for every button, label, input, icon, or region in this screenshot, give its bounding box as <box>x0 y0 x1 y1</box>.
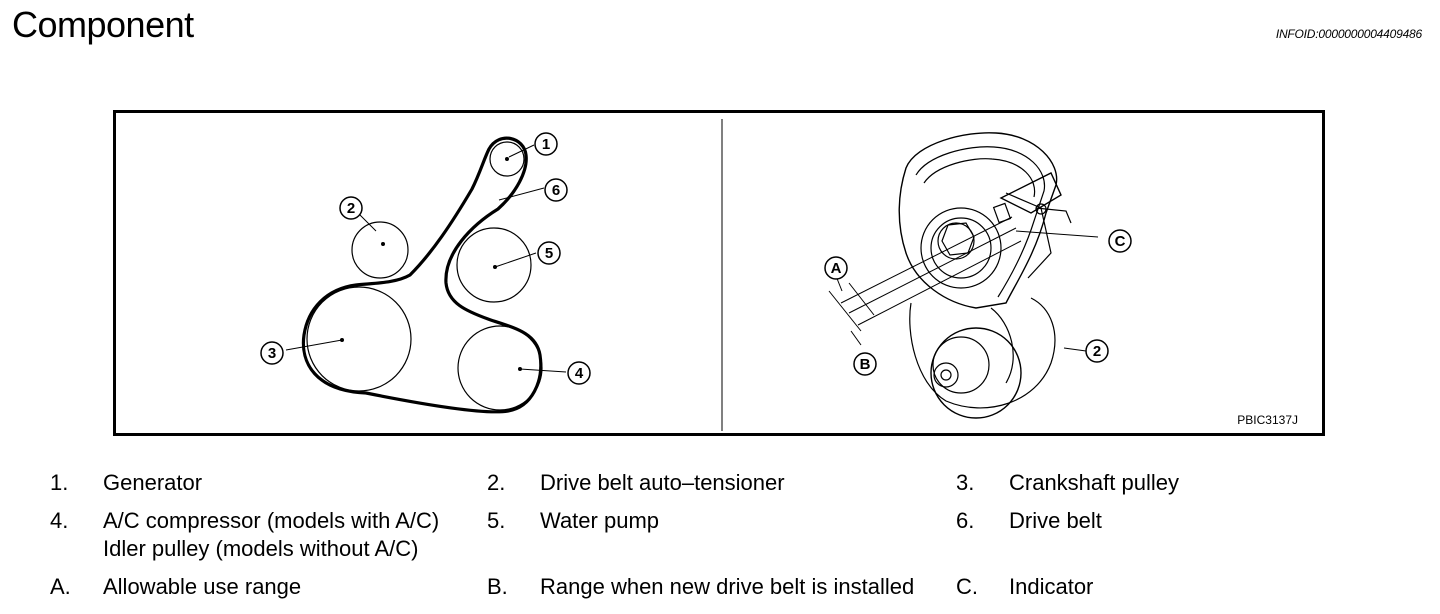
legend-text-3: Crankshaft pulley <box>1009 470 1179 495</box>
component-figure: 1 2 3 4 5 6 <box>113 110 1325 436</box>
generator-pulley <box>489 141 525 177</box>
legend-key-6: 6. <box>956 508 975 533</box>
legend-text-5: Water pump <box>540 508 660 533</box>
legend-key-A: A. <box>50 574 71 599</box>
callouts-right: A B C 2 <box>824 229 1132 376</box>
page-title: Component <box>12 4 194 45</box>
legend-key-2: 2. <box>487 470 506 495</box>
legend-text-B: Range when new drive belt is installed <box>540 574 915 599</box>
callout-B: B <box>860 356 871 373</box>
callout-2: 2 <box>347 200 355 217</box>
callout-3: 3 <box>268 345 276 362</box>
tensioner-pulley <box>351 221 409 279</box>
info-id: INFOID:0000000004409486 <box>1275 27 1422 41</box>
callout-C: C <box>1115 233 1126 250</box>
legend-text-1: Generator <box>103 470 203 495</box>
legend-key-B: B. <box>487 574 508 599</box>
crankshaft-pulley <box>306 286 412 392</box>
callout-4: 4 <box>575 365 584 382</box>
callout-tensioner-2: 2 <box>1093 343 1101 360</box>
legend-text-C: Indicator <box>1009 574 1094 599</box>
auto-tensioner-illustration <box>898 132 1072 419</box>
callout-A: A <box>831 260 842 277</box>
legend-key-5: 5. <box>487 508 506 533</box>
legend-text-A: Allowable use range <box>103 574 302 599</box>
callout-6: 6 <box>552 182 560 199</box>
callout-1: 1 <box>542 136 550 153</box>
water-pump-pulley <box>456 227 532 303</box>
callouts-left: 1 2 3 4 5 6 <box>260 132 591 385</box>
pulley-diagram <box>285 136 567 414</box>
callout-5: 5 <box>545 245 553 262</box>
legend-key-1: 1. <box>50 470 69 495</box>
legend-key-3: 3. <box>956 470 975 495</box>
belt-layout-diagram: 1 2 3 4 5 6 <box>260 119 1132 431</box>
legend-text-2: Drive belt auto–tensioner <box>540 470 785 495</box>
legend-text-6: Drive belt <box>1009 508 1102 533</box>
figure-code: PBIC3137J <box>1237 413 1298 427</box>
legend-text-4b: Idler pulley (models without A/C) <box>103 536 419 561</box>
legend-key-4: 4. <box>50 508 69 533</box>
legend-text-4: A/C compressor (models with A/C) <box>103 508 440 533</box>
indicator-range <box>828 216 1099 352</box>
legend-key-C: C. <box>956 574 978 599</box>
drive-belt <box>301 136 543 414</box>
